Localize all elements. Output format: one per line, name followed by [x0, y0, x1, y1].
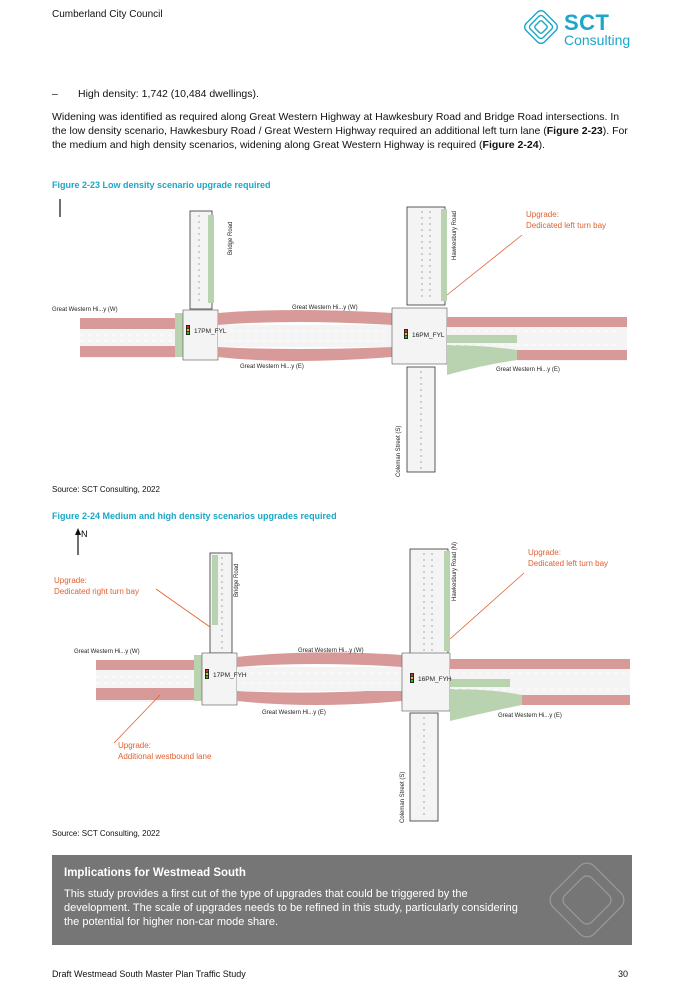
- footer-title: Draft Westmead South Master Plan Traffic…: [52, 969, 246, 979]
- label-gwh-e-mid: Great Western Hi...y (E): [262, 710, 326, 716]
- figure-ref-2[interactable]: Figure 2-24: [482, 139, 539, 151]
- upgrade-3-desc: Additional westbound lane: [118, 752, 212, 761]
- upgrade-1-title: Upgrade:: [526, 210, 559, 219]
- implications-title: Implications for Westmead South: [64, 867, 246, 879]
- signal-label-1: 17PM_FYL: [194, 328, 227, 335]
- body-paragraph: Widening was identified as required alon…: [52, 110, 632, 152]
- bullet-dash: –: [52, 88, 58, 100]
- label-gwh-w-left: Great Western Hi...y (W): [74, 649, 140, 655]
- label-coleman-street: Coleman Street (S): [400, 772, 406, 823]
- upgrade-1-title: Upgrade:: [54, 576, 87, 585]
- logo-main-text: SCT: [564, 10, 610, 35]
- north-label: N: [81, 529, 88, 539]
- upgrade-2-desc: Dedicated left turn bay: [528, 559, 608, 568]
- label-gwh-e-right: Great Western Hi...y (E): [496, 367, 560, 373]
- para-text-1: Widening was identified as required alon…: [52, 111, 620, 137]
- label-bridge-road: Bridge Road: [228, 222, 234, 255]
- upgrade-3-title: Upgrade:: [118, 741, 151, 750]
- label-gwh-w-left: Great Western Hi...y (W): [52, 307, 118, 313]
- signal-label-1: 17PM_FYH: [213, 672, 247, 679]
- figure-2-diagram: N 17PM_FYH 16PM_FYH Great Western Hi...y…: [52, 525, 632, 825]
- para-text-3: ).: [538, 139, 545, 151]
- label-gwh-e-mid: Great Western Hi...y (E): [240, 364, 304, 370]
- para-text-2: ). For the medium and high density scena…: [52, 125, 628, 151]
- figure-2-caption: Figure 2-24 Medium and high density scen…: [52, 511, 337, 521]
- figure-1-source: Source: SCT Consulting, 2022: [52, 485, 160, 494]
- logo-sub-text: Consulting: [564, 32, 631, 48]
- logo-diamond-icon: [523, 9, 559, 45]
- upgrade-2-title: Upgrade:: [528, 548, 561, 557]
- implications-callout: Implications for Westmead South This stu…: [52, 855, 632, 945]
- figure-1-caption: Figure 2-23 Low density scenario upgrade…: [52, 180, 271, 190]
- bullet-text: High density: 1,742 (10,484 dwellings).: [78, 88, 259, 100]
- label-hawkesbury-road: Hawkesbury Road: [452, 211, 458, 260]
- page-number: 30: [618, 969, 629, 979]
- label-hawkesbury-road: Hawkesbury Road (N): [452, 542, 458, 601]
- sct-logo: SCT Consulting: [520, 6, 636, 52]
- figure-ref-1[interactable]: Figure 2-23: [546, 125, 603, 137]
- label-bridge-road: Bridge Road: [234, 564, 240, 597]
- upgrade-1-desc: Dedicated right turn bay: [54, 587, 139, 596]
- upgrade-1-desc: Dedicated left turn bay: [526, 221, 606, 230]
- label-gwh-w-mid: Great Western Hi...y (W): [298, 648, 364, 654]
- signal-label-2: 16PM_FYH: [418, 676, 452, 683]
- header-organisation: Cumberland City Council: [52, 9, 163, 20]
- signal-label-2: 16PM_FYL: [412, 332, 445, 339]
- figure-1-diagram: 17PM_FYL 16PM_FYL Great Western Hi...y (…: [52, 195, 632, 480]
- bullet-item: – High density: 1,742 (10,484 dwellings).: [52, 88, 259, 100]
- decorative-diamond-icon: [549, 862, 625, 938]
- label-coleman-street: Coleman Street (S): [396, 426, 402, 477]
- figure-2-source: Source: SCT Consulting, 2022: [52, 829, 160, 838]
- implications-text: This study provides a first cut of the t…: [64, 888, 518, 928]
- label-gwh-w-mid: Great Western Hi...y (W): [292, 305, 358, 311]
- label-gwh-e-right: Great Western Hi...y (E): [498, 713, 562, 719]
